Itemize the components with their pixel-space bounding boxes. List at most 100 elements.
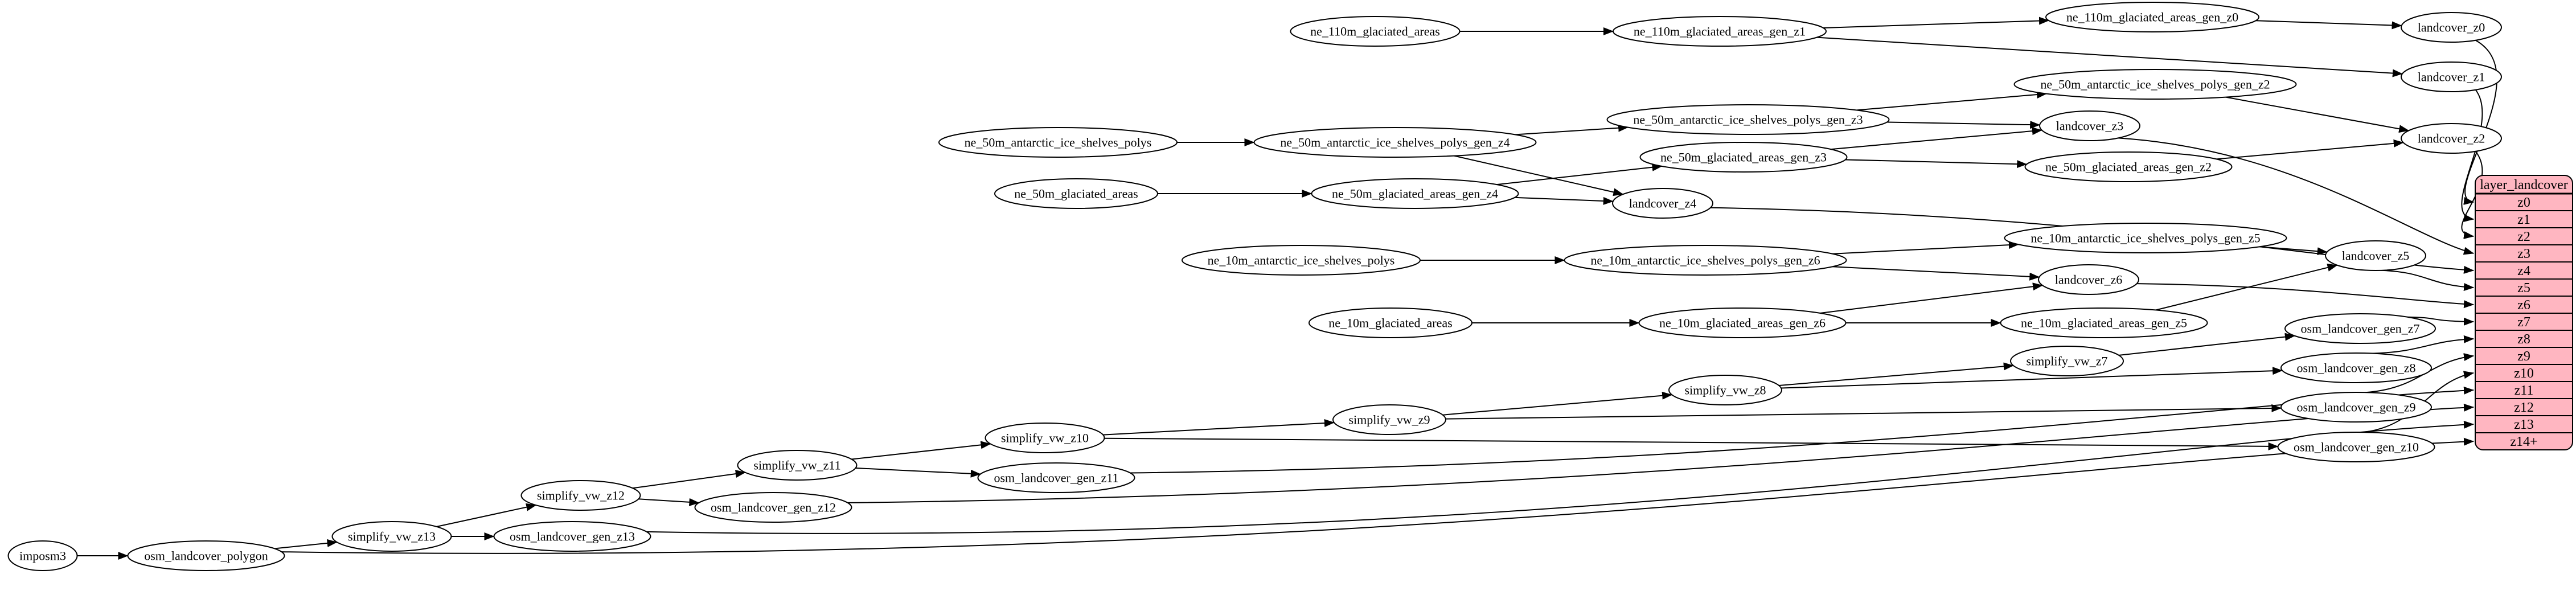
node-label-ne_10m_antarctic_ice_shelves_polys_gen_z6: ne_10m_antarctic_ice_shelves_polys_gen_z… [1590,253,1820,267]
node-shape-osm_landcover_gen_z11 [977,462,1135,493]
node-ne_50m_glaciated_areas: ne_50m_glaciated_areas [994,178,1158,209]
edge-ne_50m_glaciated_areas_gen_z4-to-ne_50m_glaciated_areas_gen_z3 [1496,163,1663,186]
node-label-ne_110m_glaciated_areas: ne_110m_glaciated_areas [1310,24,1440,38]
node-ne_10m_antarctic_ice_shelves_polys: ne_10m_antarctic_ice_shelves_polys [1182,245,1421,276]
node-shape-osm_landcover_gen_z13 [493,521,651,552]
node-label-ne_50m_glaciated_areas: ne_50m_glaciated_areas [1014,186,1138,200]
table-row-z6: z6 [2517,298,2530,313]
node-shape-osm_landcover_gen_z9 [2280,392,2432,423]
node-label-ne_110m_glaciated_areas_gen_z1: ne_110m_glaciated_areas_gen_z1 [1634,24,1806,38]
table-row-z9: z9 [2517,349,2530,364]
node-label-ne_50m_antarctic_ice_shelves_polys_gen_z3: ne_50m_antarctic_ice_shelves_polys_gen_z… [1633,112,1863,126]
edge-ne_10m_glaciated_areas_gen_z6-to-landcover_z6 [1820,282,2043,314]
table-row-z3: z3 [2517,247,2530,261]
node-label-simplify_vw_z10: simplify_vw_z10 [1001,430,1089,445]
node-label-landcover_z3: landcover_z3 [2056,118,2124,133]
node-shape-landcover_z3 [2039,110,2140,141]
edge-landcover_z2-to-layer_landcover.z2 [2461,151,2483,239]
node-shape-landcover_z5 [2325,240,2426,271]
node-ne_50m_glaciated_areas_gen_z2: ne_50m_glaciated_areas_gen_z2 [2024,151,2233,182]
edge-ne_110m_glaciated_areas_gen_z1-to-ne_110m_glaciated_areas_gen_z0 [1823,17,2049,28]
node-shape-ne_50m_glaciated_areas_gen_z2 [2024,151,2233,182]
node-ne_110m_glaciated_areas: ne_110m_glaciated_areas [1290,16,1461,47]
edges-layer [77,17,2497,560]
edge-ne_110m_glaciated_areas_gen_z0-to-landcover_z0 [2255,20,2402,30]
node-shape-ne_10m_antarctic_ice_shelves_polys_gen_z5 [2004,223,2287,253]
node-osm_landcover_polygon: osm_landcover_polygon [127,540,285,571]
table-row-z5: z5 [2517,281,2530,296]
node-label-osm_landcover_gen_z12: osm_landcover_gen_z12 [711,500,836,514]
node-shape-ne_10m_antarctic_ice_shelves_polys_gen_z6 [1564,245,1847,276]
node-label-simplify_vw_z13: simplify_vw_z13 [348,529,436,543]
edge-simplify_vw_z9-to-osm_landcover_gen_z9 [1445,404,2282,420]
table-layer_landcover: layer_landcoverz0z1z2z3z4z5z6z7z8z9z10z1… [2475,175,2573,450]
edge-simplify_vw_z8-to-osm_landcover_gen_z8 [1781,367,2283,389]
edge-simplify_vw_z7-to-osm_landcover_gen_z7 [2119,333,2295,356]
node-label-ne_50m_antarctic_ice_shelves_polys_gen_z4: ne_50m_antarctic_ice_shelves_polys_gen_z… [1280,135,1509,149]
node-shape-osm_landcover_gen_z8 [2280,352,2432,383]
table-row-z13: z13 [2514,417,2534,432]
node-label-simplify_vw_z12: simplify_vw_z12 [537,488,625,502]
node-osm_landcover_gen_z9: osm_landcover_gen_z9 [2280,392,2432,423]
node-shape-ne_50m_antarctic_ice_shelves_polys_gen_z2 [2013,69,2297,100]
node-imposm3: imposm3 [7,540,78,571]
node-simplify_vw_z13: simplify_vw_z13 [331,521,452,552]
node-label-imposm3: imposm3 [19,548,66,563]
edge-ne_50m_antarctic_ice_shelves_polys_gen_z2-to-landcover_z2 [2225,96,2410,133]
node-simplify_vw_z7: simplify_vw_z7 [2010,346,2124,376]
node-ne_10m_glaciated_areas_gen_z6: ne_10m_glaciated_areas_gen_z6 [1638,307,1847,338]
node-ne_10m_antarctic_ice_shelves_polys_gen_z5: ne_10m_antarctic_ice_shelves_polys_gen_z… [2004,223,2287,253]
table-layer: layer_landcoverz0z1z2z3z4z5z6z7z8z9z10z1… [2475,175,2573,450]
node-label-ne_10m_antarctic_ice_shelves_polys_gen_z5: ne_10m_antarctic_ice_shelves_polys_gen_z… [2031,231,2260,245]
edge-simplify_vw_z10-to-osm_landcover_gen_z10 [1104,437,2279,450]
edge-ne_50m_glaciated_areas_gen_z4-to-landcover_z4 [1515,196,1614,205]
table-row-z1: z1 [2517,212,2530,227]
edge-osm_landcover_polygon-to-layer_landcover.z14+ [281,437,2474,554]
node-label-landcover_z4: landcover_z4 [1629,196,1697,210]
node-label-osm_landcover_gen_z7: osm_landcover_gen_z7 [2301,321,2420,335]
node-label-landcover_z1: landcover_z1 [2418,69,2485,84]
node-label-ne_50m_antarctic_ice_shelves_polys_gen_z2: ne_50m_antarctic_ice_shelves_polys_gen_z… [2040,77,2270,91]
node-ne_50m_antarctic_ice_shelves_polys: ne_50m_antarctic_ice_shelves_polys [938,127,1178,158]
node-label-simplify_vw_z7: simplify_vw_z7 [2027,354,2108,368]
node-label-osm_landcover_polygon: osm_landcover_polygon [144,548,268,563]
edge-ne_50m_antarctic_ice_shelves_polys_gen_z3-to-ne_50m_antarctic_ice_shelves_polys_gen_z2 [1856,91,2048,111]
table-title: layer_landcover [2480,178,2568,192]
node-simplify_vw_z8: simplify_vw_z8 [1668,375,1782,405]
node-label-landcover_z5: landcover_z5 [2342,248,2410,263]
edge-osm_landcover_gen_z13-to-layer_landcover.z13 [646,420,2474,534]
node-osm_landcover_gen_z12: osm_landcover_gen_z12 [694,492,852,523]
node-shape-ne_10m_glaciated_areas_gen_z5 [2000,307,2208,338]
node-label-osm_landcover_gen_z13: osm_landcover_gen_z13 [510,529,635,543]
edge-ne_10m_antarctic_ice_shelves_polys_gen_z6-to-ne_10m_antarctic_ice_shelves_polys_gen_z5 [1832,241,2019,255]
node-label-simplify_vw_z8: simplify_vw_z8 [1685,383,1766,397]
node-label-ne_10m_glaciated_areas_gen_z6: ne_10m_glaciated_areas_gen_z6 [1659,315,1826,330]
edge-simplify_vw_z9-to-simplify_vw_z8 [1442,391,1673,416]
edge-landcover_z5-to-layer_landcover.z5 [2381,269,2474,292]
edge-simplify_vw_z8-to-simplify_vw_z7 [1779,362,2014,386]
node-label-osm_landcover_gen_z11: osm_landcover_gen_z11 [994,470,1118,485]
table-row-z0: z0 [2517,195,2530,210]
node-shape-ne_10m_antarctic_ice_shelves_polys [1182,245,1421,276]
node-shape-simplify_vw_z8 [1668,375,1782,405]
node-label-ne_10m_glaciated_areas: ne_10m_glaciated_areas [1328,315,1452,330]
node-osm_landcover_gen_z13: osm_landcover_gen_z13 [493,521,651,552]
node-shape-landcover_z1 [2401,61,2502,92]
edge-landcover_z1-to-layer_landcover.z1 [2461,89,2483,222]
node-shape-ne_50m_glaciated_areas [994,178,1158,209]
node-ne_10m_glaciated_areas_gen_z5: ne_10m_glaciated_areas_gen_z5 [2000,307,2208,338]
node-osm_landcover_gen_z11: osm_landcover_gen_z11 [977,462,1135,493]
node-label-ne_50m_glaciated_areas_gen_z4: ne_50m_glaciated_areas_gen_z4 [1332,186,1498,200]
node-label-osm_landcover_gen_z8: osm_landcover_gen_z8 [2297,360,2416,375]
table-row-z10: z10 [2514,366,2534,381]
table-row-z2: z2 [2517,229,2530,244]
edge-simplify_vw_z12-to-osm_landcover_gen_z12 [638,498,700,506]
node-label-ne_10m_glaciated_areas_gen_z5: ne_10m_glaciated_areas_gen_z5 [2021,315,2187,330]
node-label-landcover_z6: landcover_z6 [2055,272,2123,286]
node-ne_10m_glaciated_areas: ne_10m_glaciated_areas [1308,307,1472,338]
node-shape-simplify_vw_z7 [2010,346,2124,376]
node-label-ne_50m_antarctic_ice_shelves_polys: ne_50m_antarctic_ice_shelves_polys [965,135,1152,149]
node-shape-ne_50m_antarctic_ice_shelves_polys_gen_z3 [1606,104,1890,135]
